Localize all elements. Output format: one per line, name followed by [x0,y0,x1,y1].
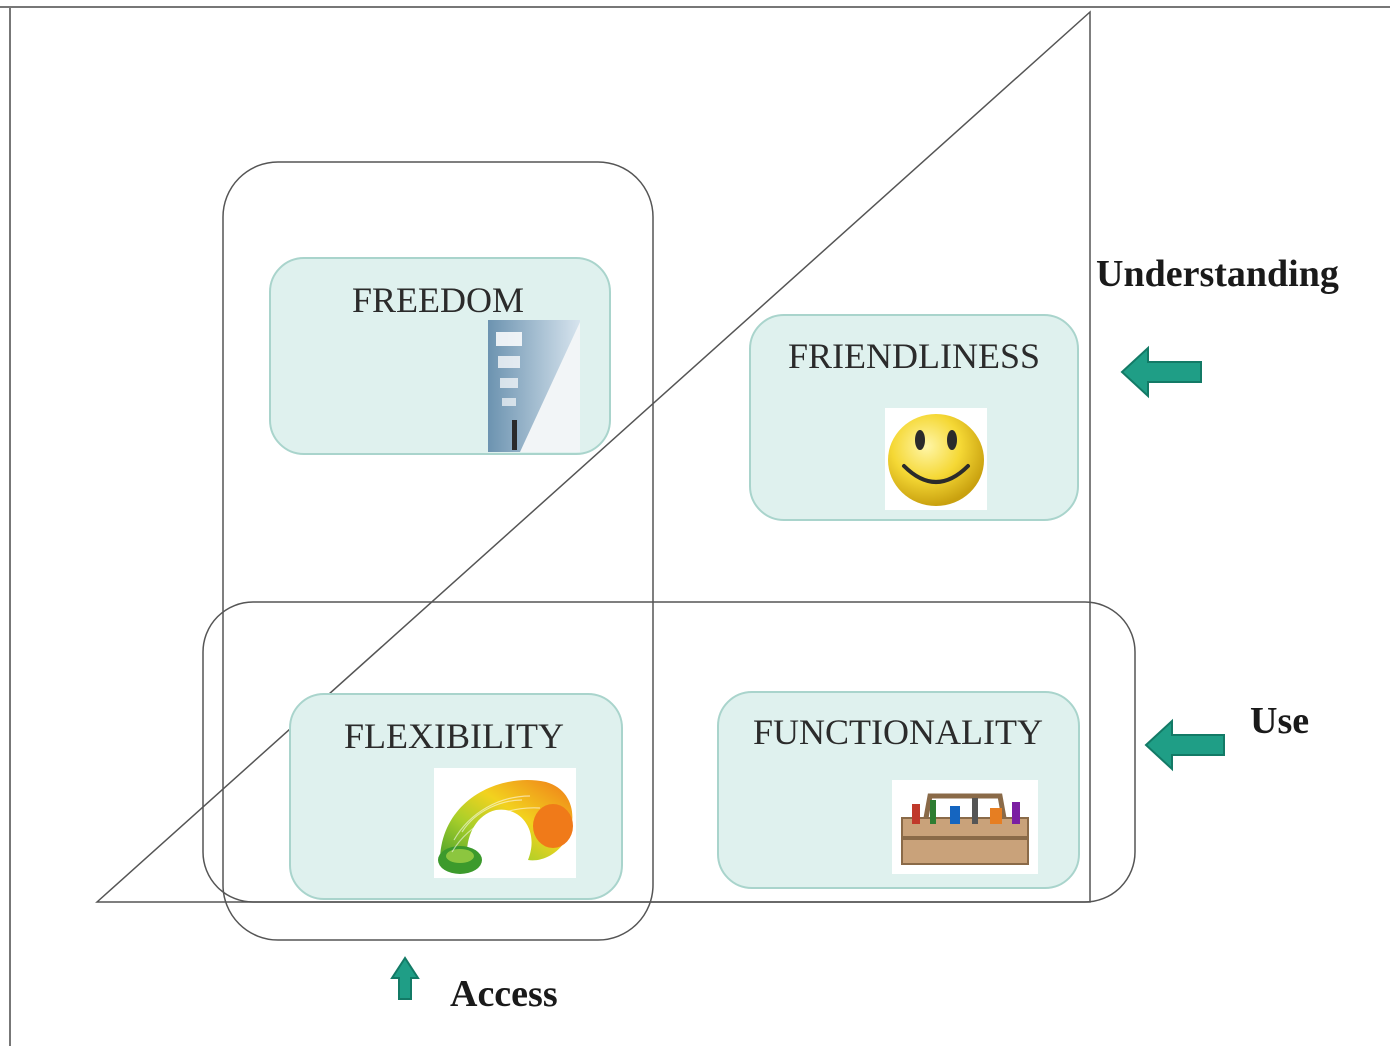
friendliness-box: FRIENDLINESS [749,314,1079,521]
slinky-spring-icon [434,768,576,878]
toolbox-icon [892,780,1038,874]
arrow-left-icon [1120,345,1202,399]
building-photo-icon [488,320,580,452]
friendliness-label: FRIENDLINESS [788,336,1040,376]
freedom-label: FREEDOM [352,280,524,320]
understanding-label: Understanding [1096,253,1339,295]
smiley-face-icon [885,408,987,510]
access-label: Access [450,973,558,1015]
arrow-up-icon [390,956,420,1000]
flexibility-label: FLEXIBILITY [344,716,564,756]
use-grouping-outline [202,601,1136,903]
functionality-label: FUNCTIONALITY [753,712,1043,752]
arrow-left-icon [1144,718,1225,772]
freedom-box: FREEDOM [269,257,611,455]
access-grouping-outline [222,161,654,941]
use-label: Use [1250,700,1309,742]
functionality-box: FUNCTIONALITY [717,691,1080,889]
flexibility-box: FLEXIBILITY [289,693,623,900]
